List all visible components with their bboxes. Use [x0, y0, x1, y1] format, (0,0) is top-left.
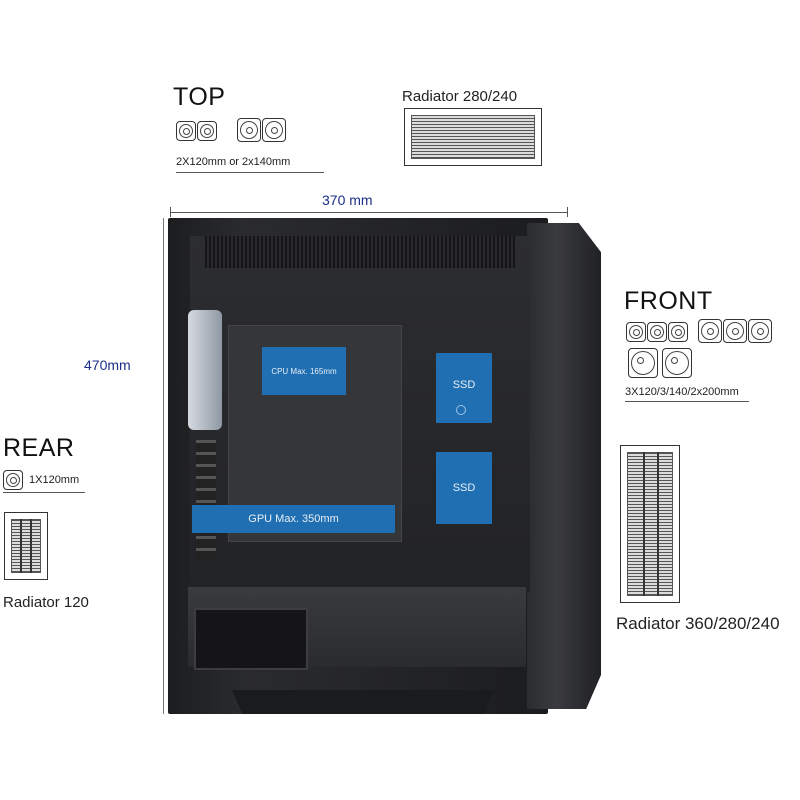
top-fans-label: 2X120mm or 2x140mm [176, 156, 291, 168]
fan-icon [662, 348, 692, 378]
rear-fan-panel: REAR 1X120mm [0, 428, 98, 500]
fan-icon [748, 319, 772, 343]
fan-icon [3, 470, 23, 490]
front-fans-140 [698, 319, 772, 343]
front-fans-label: 3X120/3/140/2x200mm [625, 386, 739, 398]
case-feet [232, 690, 494, 714]
fan-icon [628, 348, 658, 378]
rear-fan-image [188, 310, 222, 430]
top-title: TOP [173, 83, 226, 111]
cpu-clearance-label: CPU Max. 165mm [262, 347, 346, 395]
fan-icon [668, 322, 688, 342]
front-radiator-label: Radiator 360/280/240 [616, 614, 780, 633]
top-fan-panel: TOP 2X120mm or 2x140mm [167, 84, 327, 176]
front-fans-120 [626, 322, 688, 343]
front-radiator-icon [620, 445, 680, 603]
width-tick-left [170, 207, 171, 217]
top-radiator-panel: Radiator 280/240 [396, 84, 548, 176]
rear-fans-label: 1X120mm [29, 474, 80, 486]
top-fan-icons [176, 118, 286, 142]
top-underline [176, 172, 324, 173]
height-dimension-label: 470mm [84, 357, 131, 373]
ssd-bay-1-label: SSD [452, 379, 476, 391]
front-fan-icons-row-1 [626, 319, 772, 343]
width-tick-right [567, 207, 568, 217]
width-dimension-line [170, 212, 568, 213]
front-fan-icons-row-2 [628, 348, 692, 378]
expansion-slots [196, 440, 216, 560]
case-front-panel [527, 223, 601, 709]
fan-icon [176, 121, 196, 141]
front-title: FRONT [624, 287, 713, 315]
rear-radiator-icon [4, 512, 48, 580]
front-fan-panel: FRONT 3X120/3/140/2x200mm [614, 282, 786, 410]
top-mesh-vent [205, 236, 515, 268]
height-dimension-line [163, 218, 164, 714]
ssd-bay-2: SSD [436, 452, 492, 524]
fan-icon [626, 322, 646, 342]
ssd-screw-icon [456, 405, 466, 415]
top-radiator-label: Radiator 280/240 [402, 88, 518, 105]
rear-underline [3, 492, 85, 493]
fan-icon [237, 118, 261, 142]
top-fans-120 [176, 121, 217, 142]
top-fans-140 [237, 118, 286, 142]
psu-window [194, 608, 308, 670]
rear-title: REAR [3, 434, 75, 462]
fan-icon [698, 319, 722, 343]
fan-icon [723, 319, 747, 343]
fan-icon [262, 118, 286, 142]
gpu-clearance-label: GPU Max. 350mm [192, 505, 395, 533]
width-dimension-label: 370 mm [322, 192, 373, 208]
front-underline [625, 401, 749, 402]
top-radiator-icon [404, 108, 542, 166]
fan-icon [647, 322, 667, 342]
rear-radiator-label: Radiator 120 [3, 594, 89, 611]
fan-icon [197, 121, 217, 141]
